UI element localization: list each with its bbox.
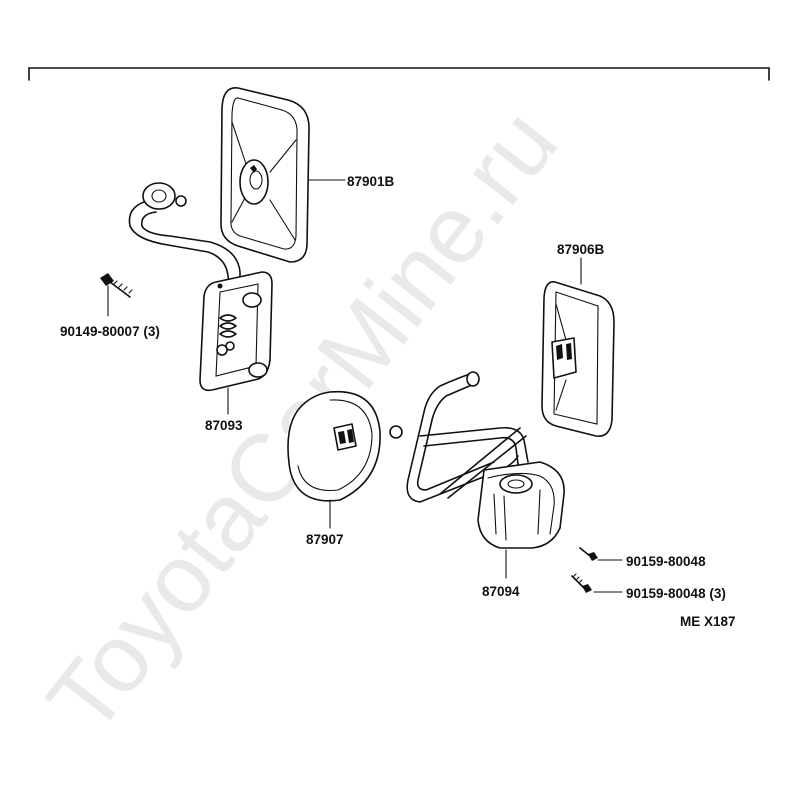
part-label-87906B: 87906B <box>557 242 605 257</box>
part-label-87901B: 87901B <box>347 174 395 189</box>
frame-bracket <box>28 67 770 81</box>
part-label-87093: 87093 <box>205 418 243 433</box>
screw-drawing <box>100 273 133 298</box>
part-label-90159-80048-3: 90159-80048 (3) <box>626 586 726 601</box>
part-label-87907: 87907 <box>306 532 344 547</box>
screw-drawing-3 <box>571 573 592 593</box>
reference-code: ME X187 <box>680 614 736 629</box>
mirror-stay-bracket-drawing <box>389 371 565 549</box>
mirror-arm-drawing <box>128 182 241 291</box>
part-label-87094: 87094 <box>482 584 520 599</box>
round-mirror-drawing <box>287 390 381 502</box>
part-label-90159-80048: 90159-80048 <box>626 554 706 569</box>
mirror-head-small-drawing <box>541 281 615 437</box>
mirror-bracket-drawing <box>199 271 273 392</box>
mirror-head-rectangular-drawing <box>220 87 310 263</box>
part-label-90149-80007: 90149-80007 (3) <box>60 324 160 339</box>
screw-drawing-2 <box>579 547 598 561</box>
